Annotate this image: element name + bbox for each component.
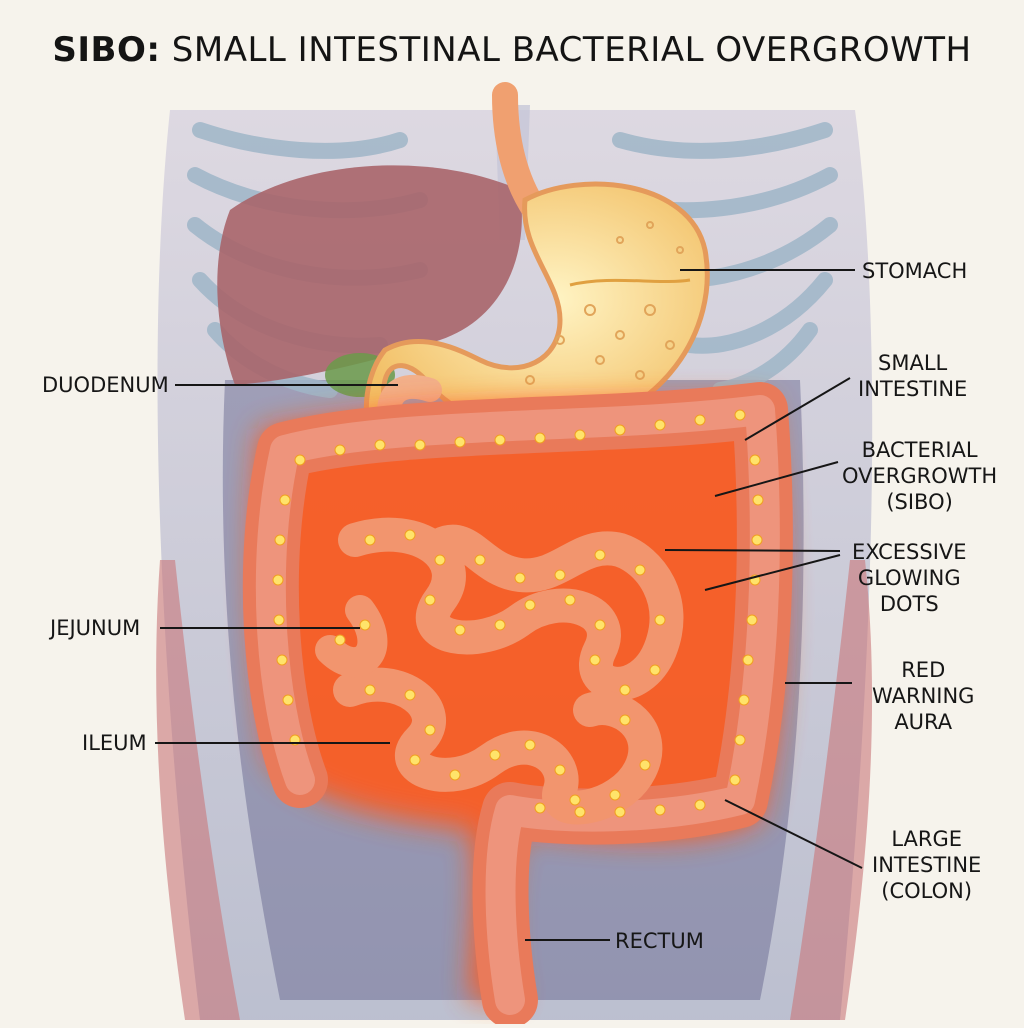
- large-intestine: [242, 382, 793, 1028]
- label-jejunum: JEJUNUM: [50, 616, 141, 640]
- left-abdominal-muscle: [156, 560, 240, 1020]
- right-abdominal-muscle: [790, 560, 873, 1020]
- title-rest: SMALL INTESTINAL BACTERIAL OVERGROWTH: [171, 30, 972, 70]
- page-title: SIBO: SMALL INTESTINAL BACTERIAL OVERGRO…: [0, 30, 1024, 70]
- bacteria-dots: [272, 409, 764, 818]
- label-small-intestine: SMALL INTESTINE: [858, 351, 968, 401]
- label-duodenum: DUODENUM: [42, 373, 169, 397]
- label-ileum: ILEUM: [82, 731, 147, 755]
- stomach: [363, 181, 710, 443]
- label-stomach: STOMACH: [862, 259, 968, 283]
- leader-lines: [155, 269, 863, 941]
- stomach-fluid-line: [569, 278, 691, 287]
- label-bacterial-overgrowth: BACTERIAL OVERGROWTH (SIBO): [842, 438, 998, 514]
- label-red-warning-aura: RED WARNING AURA: [872, 658, 975, 734]
- stomach-bubbles: [525, 221, 684, 405]
- label-large-intestine: LARGE INTESTINE (COLON): [872, 827, 982, 903]
- label-excessive-glowing-dots: EXCESSIVE GLOWING DOTS: [852, 540, 967, 616]
- title-bold: SIBO:: [52, 30, 161, 70]
- liver: [217, 165, 522, 385]
- label-rectum: RECTUM: [615, 929, 704, 953]
